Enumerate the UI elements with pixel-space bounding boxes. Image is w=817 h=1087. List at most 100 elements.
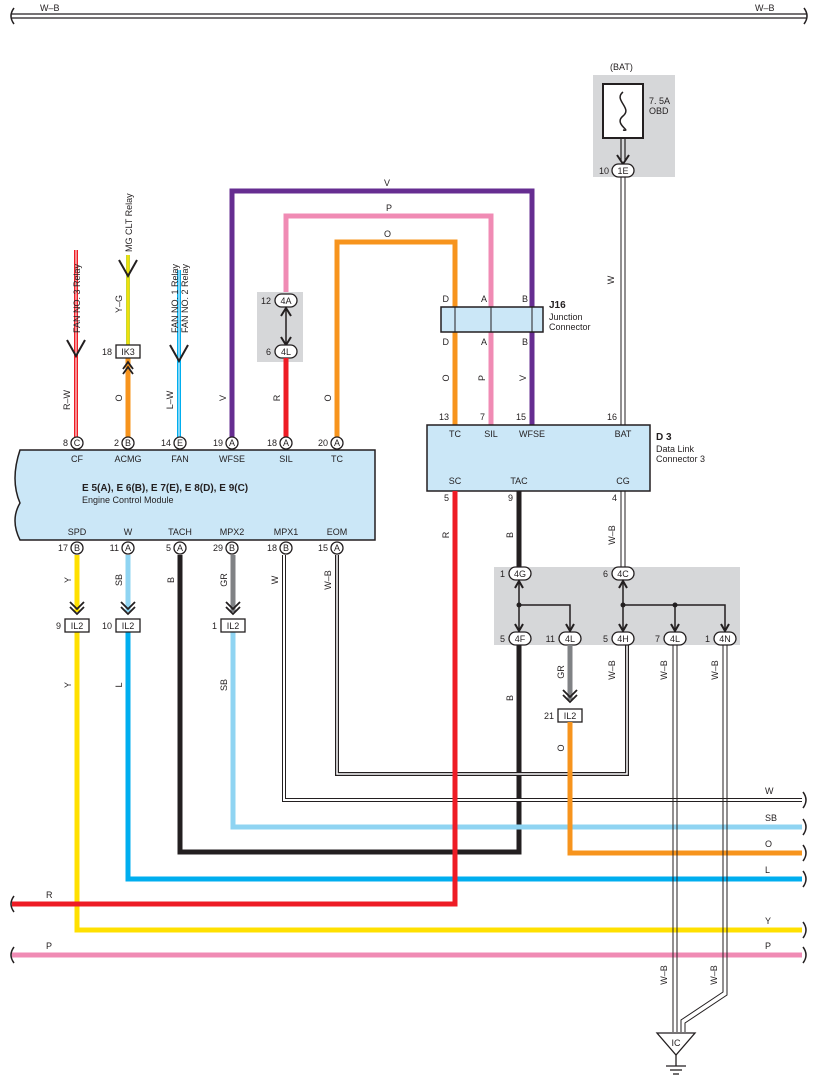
svg-text:4H: 4H — [617, 634, 629, 644]
svg-text:W–B: W–B — [710, 660, 720, 680]
svg-text:4L: 4L — [281, 347, 291, 357]
svg-text:B: B — [505, 695, 515, 701]
wire-break-icon — [10, 7, 15, 25]
bus-wire-label: L — [765, 865, 770, 875]
bat-label: (BAT) — [610, 62, 633, 72]
junction-j16: D A B D A B J16 Junction Connector — [440, 294, 591, 347]
ecm-pin-conn: A — [334, 543, 340, 553]
svg-text:IL2: IL2 — [564, 711, 577, 721]
svg-text:W–B: W–B — [659, 660, 669, 680]
ecm-pin-name: TC — [331, 454, 343, 464]
bus-wire-label: SB — [765, 813, 777, 823]
svg-text:4C: 4C — [617, 569, 629, 579]
svg-text:1: 1 — [705, 634, 710, 644]
ecm-pin-number: 15 — [318, 543, 328, 553]
connector-4a-4l: 4A 12 4L 6 — [261, 293, 298, 359]
wire-label: O — [384, 229, 391, 239]
wire-break-icon — [802, 844, 807, 862]
splice-area: 4G 1 4C 6 4F 5 4L 11 4H 5 4L 7 4N 1 — [500, 566, 737, 646]
connector-pin-icon — [330, 436, 344, 450]
fuse-icon — [602, 83, 644, 139]
battery-fuse: (BAT) 7. 5A OBD 1E 10 — [599, 62, 670, 178]
ecm-pin-number: 18 — [267, 543, 277, 553]
svg-text:4G: 4G — [514, 569, 526, 579]
svg-text:V: V — [218, 395, 228, 401]
ecm-pin-conn: A — [177, 543, 183, 553]
svg-text:B: B — [505, 532, 515, 538]
svg-text:10: 10 — [599, 166, 609, 176]
connector-pin-icon — [279, 541, 293, 555]
svg-text:A: A — [481, 294, 487, 304]
svg-text:O: O — [441, 374, 451, 381]
svg-text:Y: Y — [63, 682, 73, 688]
svg-text:12: 12 — [261, 296, 271, 306]
svg-text:A: A — [481, 337, 487, 347]
ecm-pin-number: 18 — [267, 438, 277, 448]
il2-connectors: IL2 9 IL2 10 IL2 1 — [56, 601, 246, 633]
dlc-pin-number: 9 — [508, 493, 513, 503]
ecm-pin-conn: C — [74, 438, 81, 448]
svg-text:11: 11 — [546, 634, 555, 644]
ecm-pin-number: 11 — [110, 543, 119, 553]
svg-text:Y: Y — [63, 577, 73, 583]
svg-text:W–B: W–B — [607, 525, 617, 545]
ecm-pin-name: WFSE — [219, 454, 245, 464]
ecm-pin-conn: B — [125, 438, 131, 448]
ecm-pin-name: FAN — [171, 454, 189, 464]
dlc-pin-name: WFSE — [519, 429, 545, 439]
svg-text:J16: J16 — [549, 300, 566, 311]
dlc-pin-number: 13 — [439, 412, 449, 422]
ecm-pin-number: 8 — [63, 438, 68, 448]
wire-label: P — [386, 203, 392, 213]
svg-text:IL2: IL2 — [122, 621, 135, 631]
connector-pin-icon — [330, 541, 344, 555]
bus-wire-label: P — [765, 941, 771, 951]
ecm-bottom-wires — [74, 555, 802, 933]
ecm-pin-conn: B — [283, 543, 289, 553]
svg-text:D: D — [443, 337, 450, 347]
ground-wires: W–B W–B — [659, 645, 728, 1032]
wire-break-icon — [10, 946, 15, 964]
svg-text:IC: IC — [672, 1038, 682, 1048]
connector-pin-icon — [225, 541, 239, 555]
ecm-pin-conn: B — [229, 543, 235, 553]
svg-text:5: 5 — [500, 634, 505, 644]
ecm-pin-name: TACH — [168, 527, 192, 537]
svg-text:O: O — [556, 744, 566, 751]
svg-text:P: P — [477, 375, 487, 381]
svg-text:GR: GR — [219, 573, 229, 587]
svg-text:Data Link: Data Link — [656, 444, 695, 454]
dlc-pin-name: TAC — [510, 476, 528, 486]
svg-text:IL2: IL2 — [71, 621, 84, 631]
ecm-pin-name: MPX2 — [220, 527, 245, 537]
wire-break-icon — [802, 946, 807, 964]
left-bus-labels: RP — [10, 890, 53, 964]
wire-break-icon — [802, 921, 807, 939]
ecm-pin-number: 29 — [213, 543, 223, 553]
svg-text:IL2: IL2 — [227, 621, 240, 631]
wire-red-sc — [12, 491, 458, 907]
wire-break-icon — [802, 870, 807, 888]
dlc-pin-number: 7 — [480, 412, 485, 422]
svg-text:D: D — [443, 294, 450, 304]
ecm-pin-number: 5 — [166, 543, 171, 553]
ecm-pin-number: 19 — [213, 438, 223, 448]
ecm-pin-name: MPX1 — [274, 527, 299, 537]
top-wb-bus: W–B W–B — [10, 3, 808, 25]
svg-text:Y–G: Y–G — [114, 295, 124, 313]
wire-orange-low — [567, 722, 802, 856]
connector-pin-icon — [121, 436, 135, 450]
svg-text:4F: 4F — [515, 634, 526, 644]
svg-text:B: B — [166, 577, 176, 583]
svg-text:4A: 4A — [280, 296, 291, 306]
dlc-pin-number: 15 — [516, 412, 526, 422]
svg-text:O: O — [323, 394, 333, 401]
svg-text:B: B — [522, 294, 528, 304]
relay-fan2: FAN NO. 2 Relay — [180, 263, 190, 333]
dlc-pin-name: SC — [449, 476, 462, 486]
svg-text:R: R — [441, 531, 451, 538]
svg-text:W–B: W–B — [659, 965, 669, 985]
svg-text:5: 5 — [603, 634, 608, 644]
